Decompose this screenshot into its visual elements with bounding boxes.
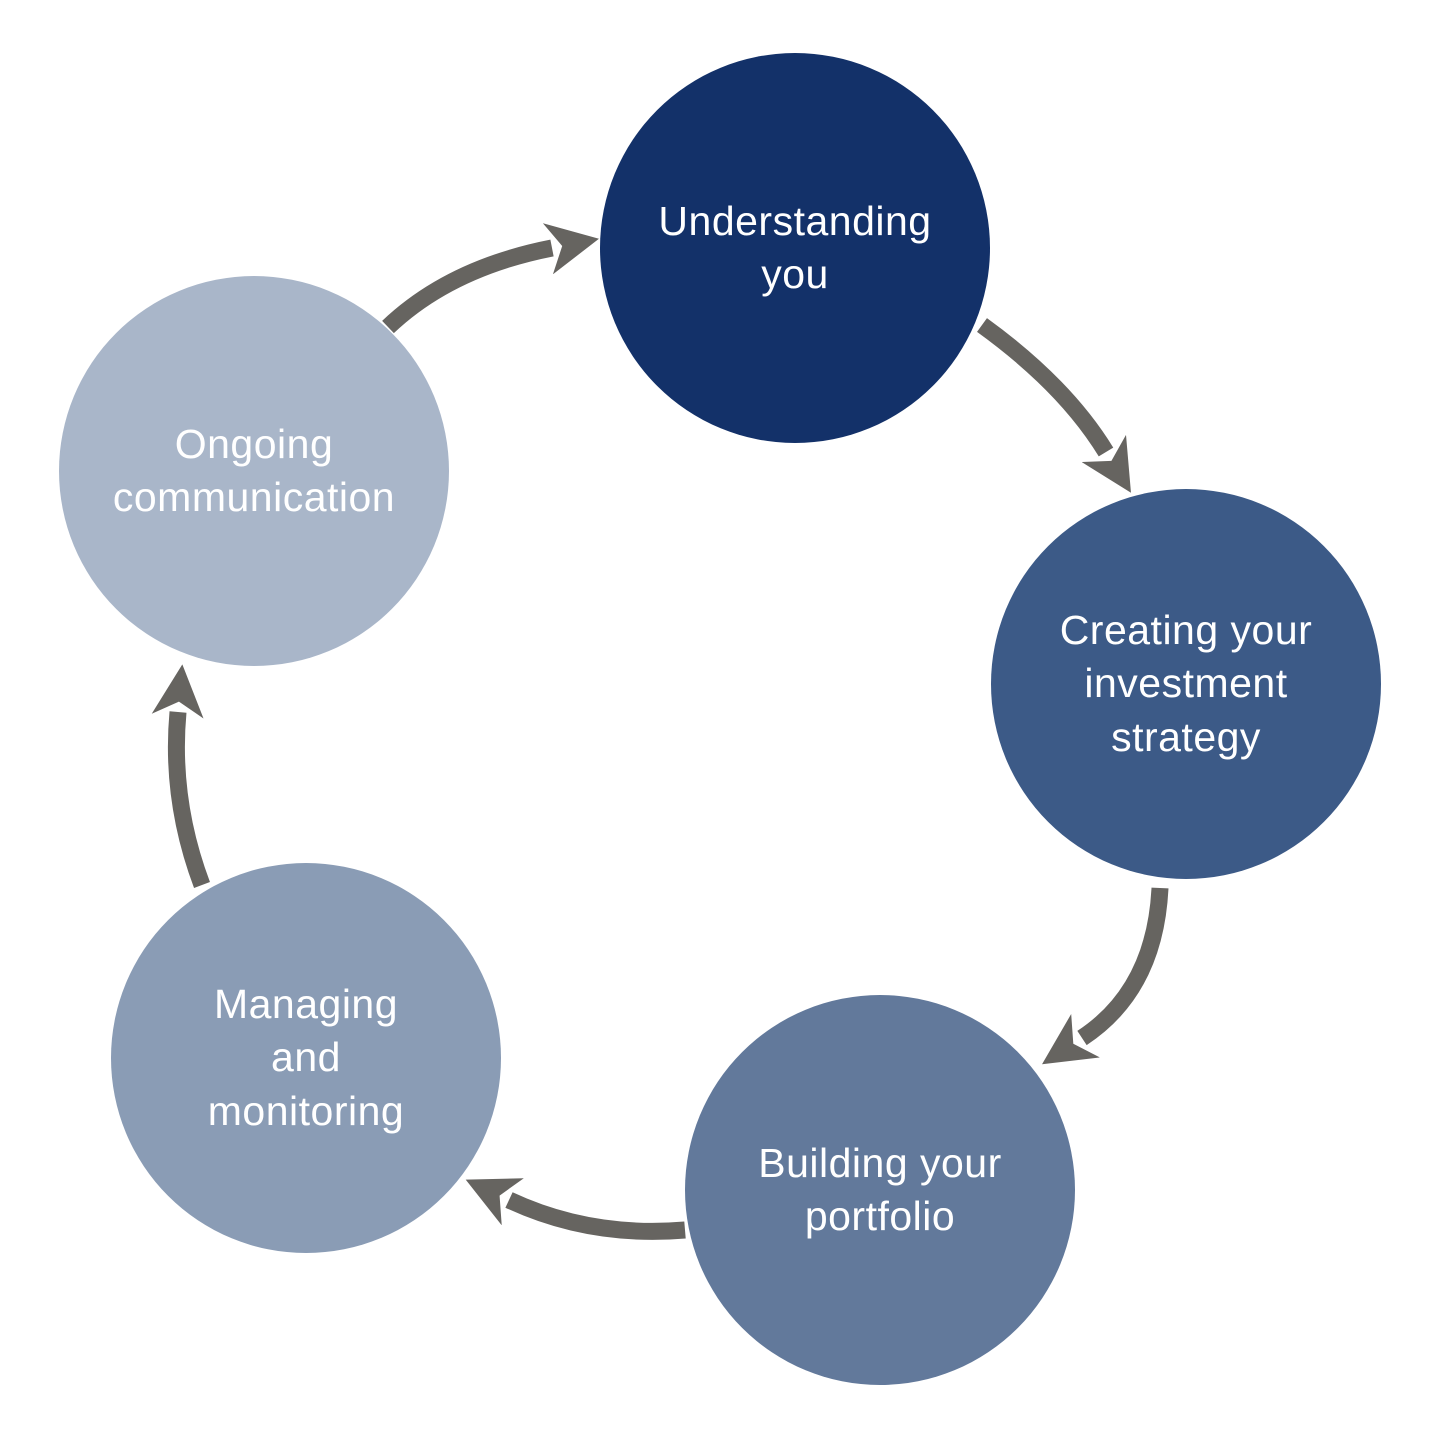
step-label-understanding-you: Understanding you <box>658 197 932 297</box>
step-circle-creating-investment-strategy: Creating your investment strategy <box>991 489 1381 879</box>
step-circle-building-portfolio: Building your portfolio <box>685 995 1075 1385</box>
arrow-understanding-to-creating <box>977 318 1131 493</box>
arrow-ongoing-to-understanding <box>382 223 599 334</box>
step-label-building-portfolio: Building your portfolio <box>758 1139 1002 1239</box>
step-label-creating-investment-strategy: Creating your investment strategy <box>1059 607 1313 760</box>
step-label-managing-monitoring: Managing and monitoring <box>207 981 405 1134</box>
step-label-ongoing-communication: Ongoing communication <box>112 420 396 520</box>
arrow-building-to-managing <box>465 1178 686 1240</box>
step-circle-understanding-you: Understanding you <box>600 53 990 443</box>
arrow-creating-to-building <box>1042 887 1169 1065</box>
step-circle-ongoing-communication: Ongoing communication <box>59 276 449 666</box>
step-circle-managing-monitoring: Managing and monitoring <box>111 863 501 1253</box>
arrow-managing-to-ongoing <box>151 664 210 888</box>
